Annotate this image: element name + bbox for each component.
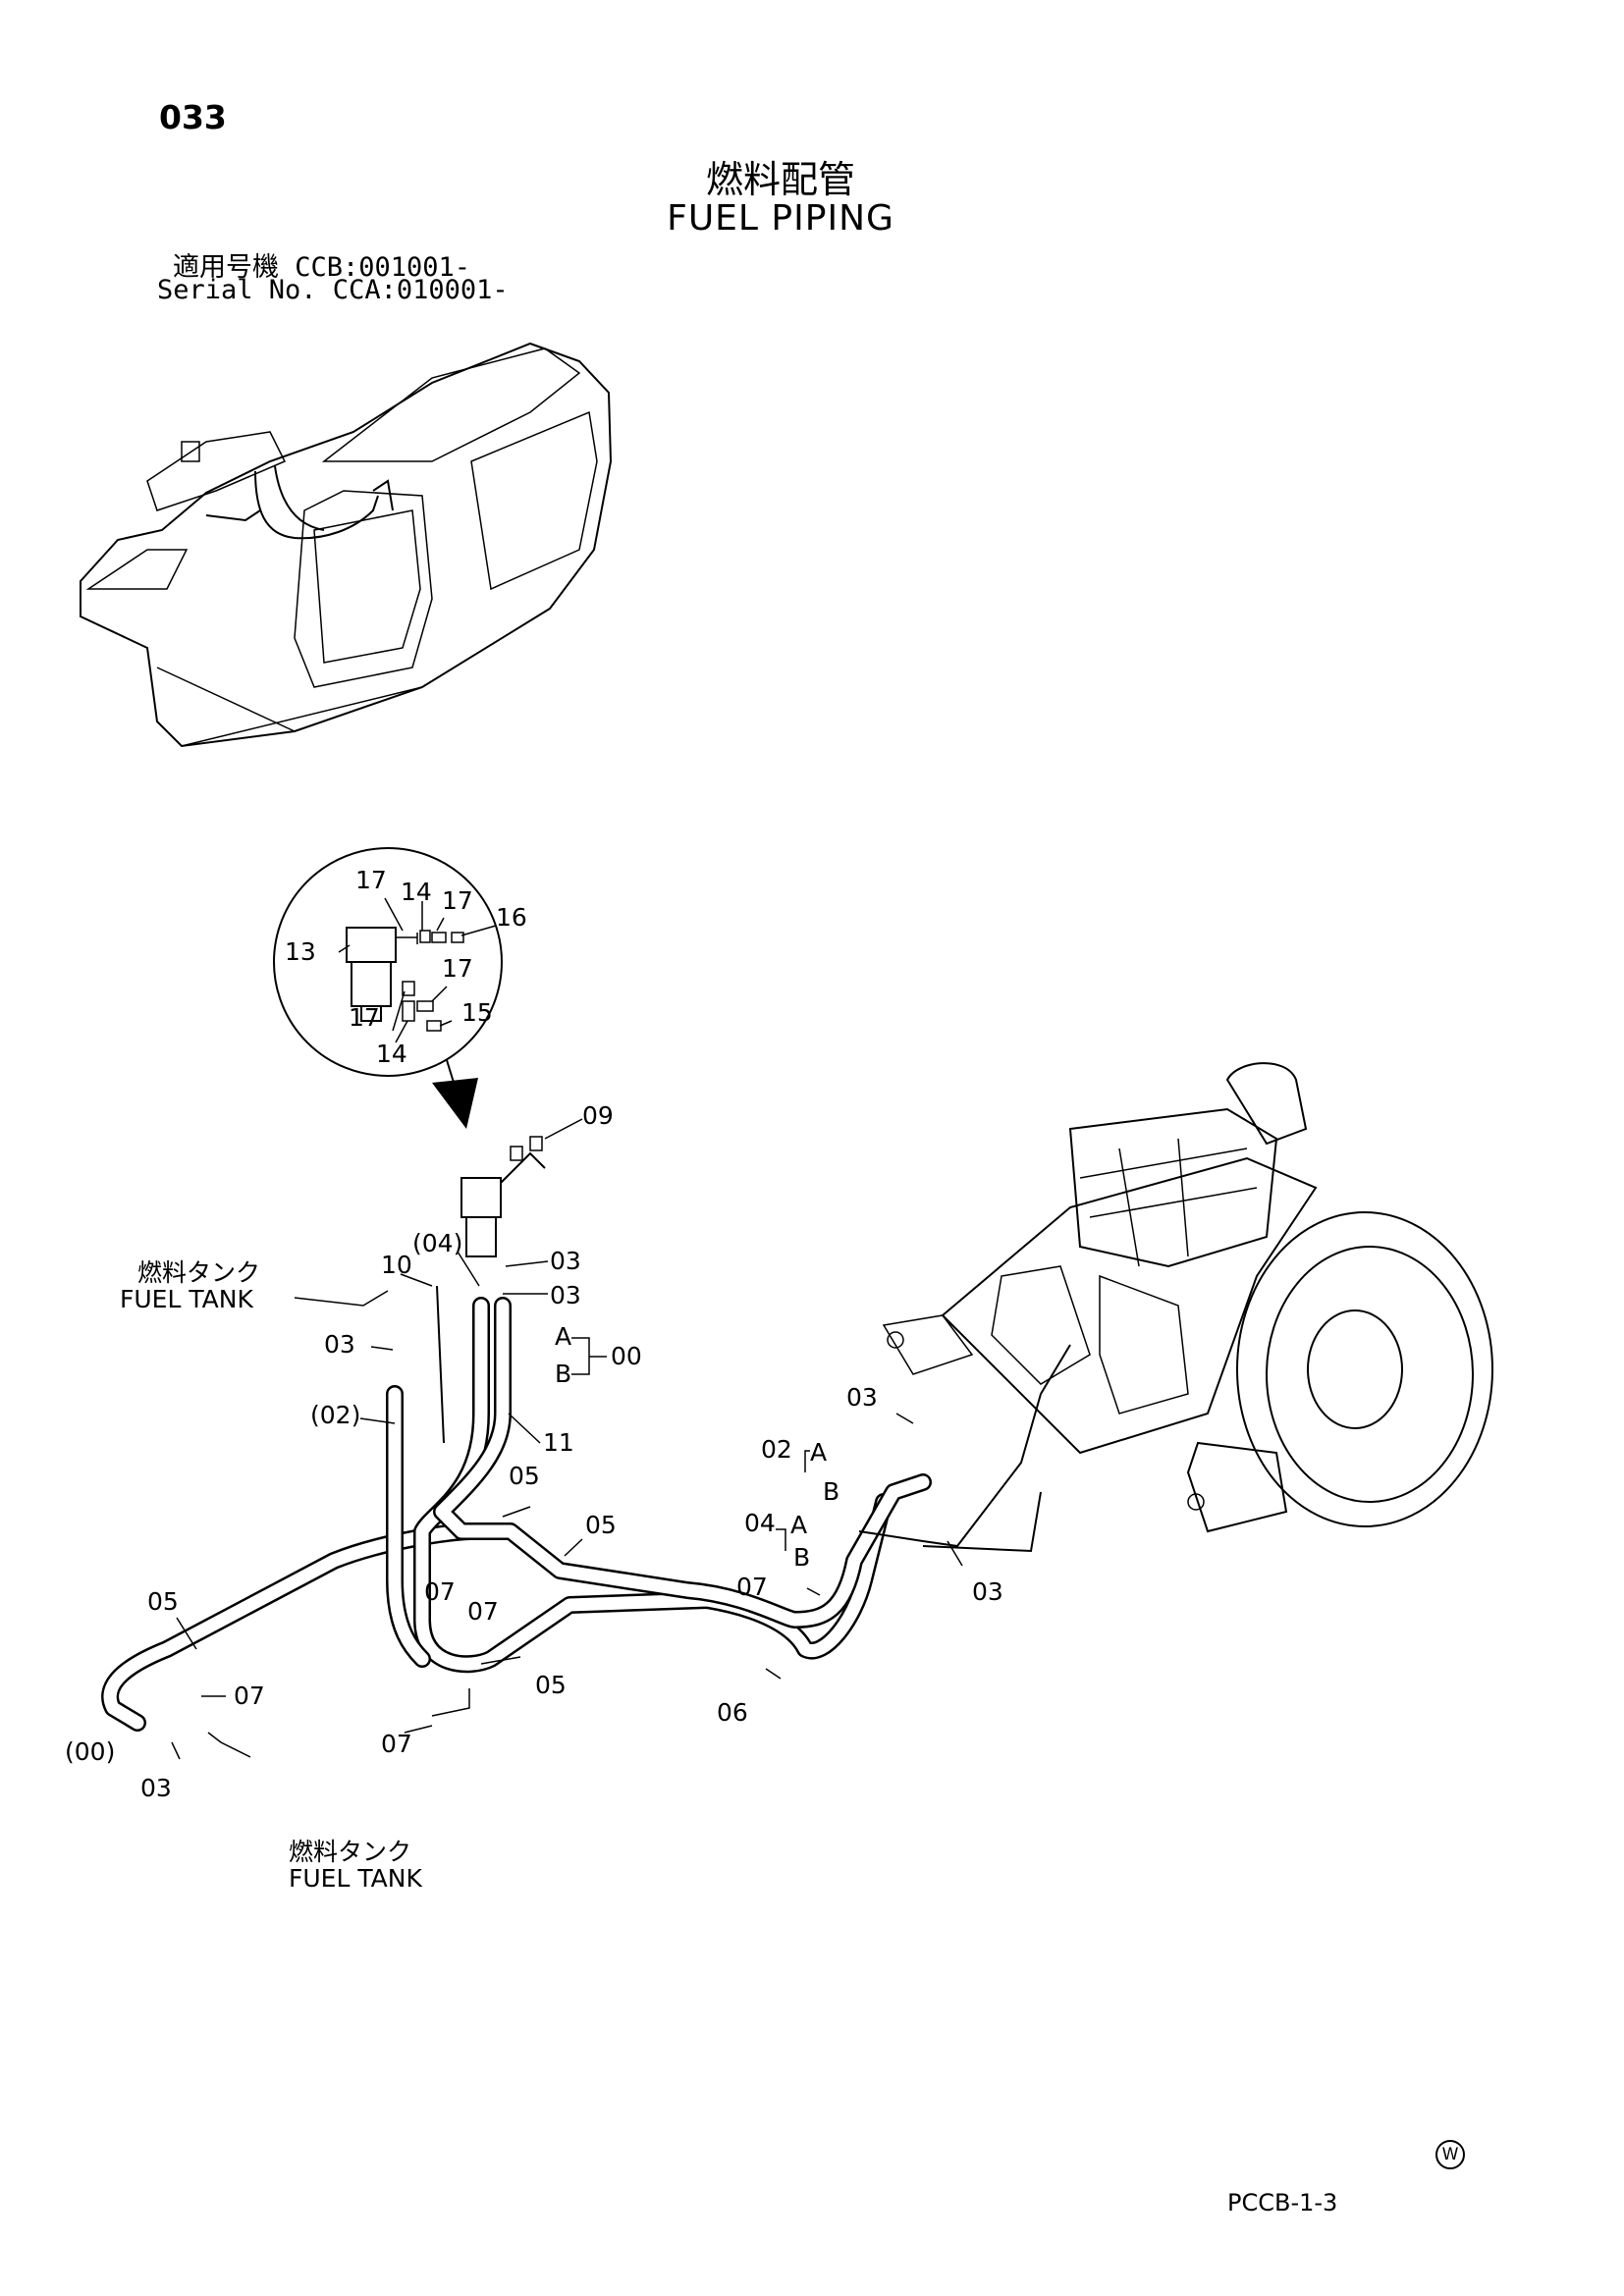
- callout-detail-17d: 17: [349, 1003, 380, 1032]
- callout-detail-15: 15: [461, 998, 493, 1027]
- callout-03e: 03: [972, 1577, 1003, 1606]
- callout-00: 00: [611, 1342, 642, 1370]
- detail-callouts: 17 14 17 16 13 17 17 15 14: [285, 866, 527, 1068]
- fuel-tank-top-leader: [294, 1290, 389, 1307]
- callout-03d: 03: [846, 1383, 878, 1412]
- callout-05c: 05: [147, 1587, 179, 1616]
- callout-07e: 07: [381, 1730, 412, 1758]
- fuel-tank-top-jp: 燃料タンク: [137, 1258, 260, 1287]
- callout-03f: 03: [140, 1774, 172, 1802]
- fuel-tank-bottom-leader: [207, 1732, 251, 1758]
- callout-05a: 05: [509, 1462, 540, 1490]
- serial-applicable-label: 適用号機 CCB:001001-: [173, 252, 471, 283]
- page-number: 033: [159, 98, 227, 136]
- fuel-tank-bottom-en: FUEL TANK: [289, 1864, 422, 1893]
- callout-02-paren: (02): [310, 1401, 360, 1429]
- callout-A1: A: [555, 1322, 571, 1351]
- callout-05d: 05: [535, 1671, 567, 1699]
- callout-B3: B: [793, 1543, 810, 1572]
- document-code: PCCB-1-3: [1227, 2189, 1338, 2216]
- callout-03a: 03: [550, 1247, 581, 1275]
- callout-detail-16: 16: [496, 903, 527, 932]
- callout-05b: 05: [585, 1511, 617, 1539]
- title-japanese: 燃料配管: [705, 158, 855, 201]
- filter-detail-callout: [273, 847, 503, 1129]
- callout-04: 04: [744, 1509, 776, 1537]
- callout-06: 06: [717, 1698, 748, 1727]
- callout-detail-17c: 17: [442, 954, 473, 983]
- callout-09: 09: [582, 1101, 614, 1130]
- callout-detail-13: 13: [285, 937, 316, 966]
- callout-detail-17a: 17: [355, 866, 387, 894]
- callout-03c: 03: [324, 1330, 355, 1359]
- callout-07d: 07: [234, 1682, 265, 1710]
- title-english: FUEL PIPING: [667, 198, 894, 239]
- leader-lines: [171, 897, 963, 1760]
- callout-11: 11: [543, 1428, 574, 1457]
- engine-assembly: [882, 1062, 1493, 1533]
- fuel-hoses: [101, 1136, 1071, 1732]
- callout-00-paren: (00): [65, 1737, 115, 1766]
- main-callouts: 09 10 (04) 03 03 03 A B 00 (02) 11 03 02…: [65, 1101, 1003, 1802]
- callout-B1: B: [555, 1360, 571, 1388]
- excavator-overview: [80, 342, 613, 748]
- callout-A2: A: [810, 1438, 827, 1467]
- callout-07b: 07: [467, 1597, 499, 1626]
- callout-04-paren: (04): [412, 1229, 462, 1257]
- callout-02: 02: [761, 1435, 792, 1464]
- callout-07a: 07: [424, 1577, 456, 1606]
- callout-03b: 03: [550, 1281, 581, 1309]
- callout-07c: 07: [736, 1573, 768, 1601]
- callout-B2: B: [823, 1477, 839, 1506]
- callout-detail-14b: 14: [376, 1040, 407, 1068]
- callout-A3: A: [790, 1511, 807, 1539]
- fuel-tank-top-en: FUEL TANK: [120, 1285, 253, 1313]
- w-mark-symbol: W: [1435, 2140, 1465, 2169]
- callout-detail-17b: 17: [442, 886, 473, 915]
- callout-10: 10: [381, 1251, 412, 1279]
- callout-detail-14a: 14: [401, 878, 432, 906]
- fuel-tank-bottom-jp: 燃料タンク: [289, 1838, 411, 1866]
- serial-number: Serial No. CCA:010001-: [157, 275, 509, 305]
